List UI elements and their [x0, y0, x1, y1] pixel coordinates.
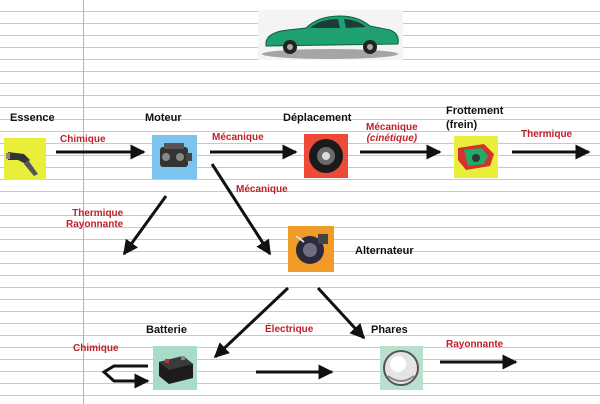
energy-label-thermique-2-text: Thermique — [72, 208, 124, 219]
energy-label-rayonnante-1-text: Rayonnante — [66, 219, 124, 230]
energy-label-mecanique-2: Mécanique — [236, 184, 288, 195]
engine-icon — [152, 135, 197, 179]
headlight-icon — [380, 346, 423, 390]
energy-label-electrique: Électrique — [265, 324, 314, 335]
battery-icon — [153, 346, 197, 390]
node-label-batterie: Batterie — [146, 324, 187, 336]
node-label-deplacement: Déplacement — [283, 112, 352, 124]
notebook-margin-line — [83, 0, 84, 404]
node-label-frottement: Frottement — [446, 105, 504, 117]
energy-label-rayonnante-2: Rayonnante — [446, 339, 504, 350]
alternator-icon — [288, 226, 334, 272]
energy-label-mecanique-cinetique: Mécanique (cinétique) — [366, 122, 418, 144]
arrow-moteur-thermique — [122, 195, 168, 256]
energy-label-mecanique-1: Mécanique — [212, 132, 264, 143]
energy-label-cinetique-text: (cinétique) — [366, 133, 418, 144]
node-label-phares: Phares — [371, 324, 408, 336]
arrow-alternateur-batterie — [213, 286, 290, 359]
arrow-alternateur-phares — [316, 286, 366, 340]
energy-label-chimique-1: Chimique — [60, 134, 106, 145]
node-label-alternateur: Alternateur — [355, 245, 414, 257]
wheel-icon — [304, 134, 348, 178]
car-icon — [258, 10, 403, 60]
fuel-nozzle-icon — [4, 138, 46, 180]
node-label-essence: Essence — [10, 112, 55, 124]
arrow-moteur-alternateur — [210, 163, 272, 256]
arrow-batterie-chimique — [101, 364, 150, 389]
energy-label-thermique-1: Thermique — [521, 129, 573, 140]
brake-icon — [454, 136, 498, 178]
energy-label-mecanique-text: Mécanique — [366, 122, 418, 133]
energy-label-thermique-rayonnante: Thermique Rayonnante — [66, 208, 123, 230]
node-label-frottement-sub: (frein) — [446, 119, 478, 131]
energy-label-chimique-2: Chimique — [73, 343, 119, 354]
node-label-moteur: Moteur — [145, 112, 182, 124]
